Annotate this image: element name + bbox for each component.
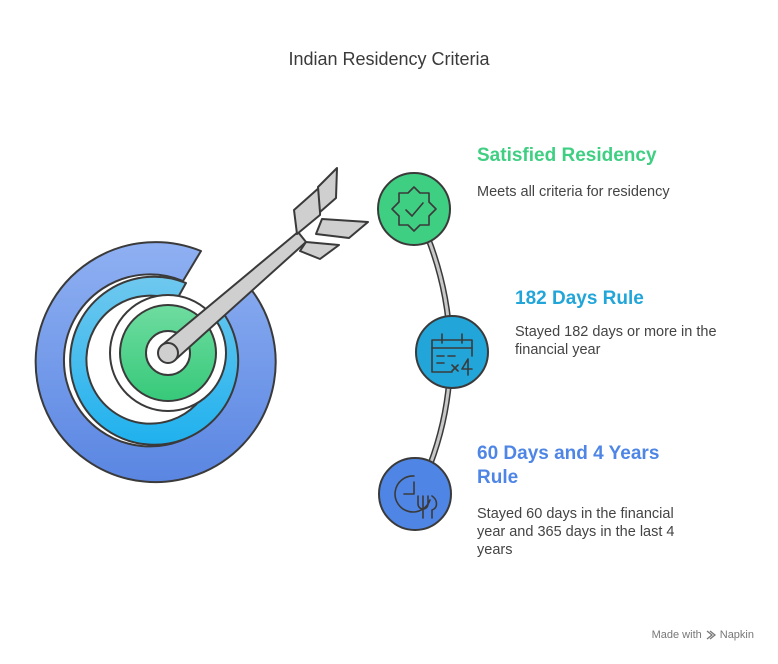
badge-check-icon [391, 186, 437, 232]
page-title: Indian Residency Criteria [288, 49, 490, 69]
clock-and-fork-icon [394, 475, 438, 519]
step-3-heading: 60 Days and 4 Years Rule [477, 443, 660, 488]
step-3-node [378, 457, 452, 531]
step-2-heading: 182 Days Rule [515, 288, 644, 309]
footer-made-with: Made with [651, 629, 702, 641]
step-1-heading: Satisfied Residency [477, 145, 657, 166]
target-icon [34, 241, 277, 484]
step-2-description: Stayed 182 days or more in the financial… [515, 324, 717, 358]
napkin-logo-icon [706, 630, 716, 640]
step-1-node [377, 172, 451, 246]
step-2-node [415, 315, 489, 389]
footer-watermark: Made with Napkin [652, 629, 754, 641]
calendar-times-four-icon [431, 333, 473, 376]
step-3-description: Stayed 60 days in the financial year and… [477, 506, 675, 558]
arrow-icon [157, 167, 369, 364]
footer-brand: Napkin [719, 629, 754, 641]
step-1-description: Meets all criteria for residency [477, 184, 670, 200]
